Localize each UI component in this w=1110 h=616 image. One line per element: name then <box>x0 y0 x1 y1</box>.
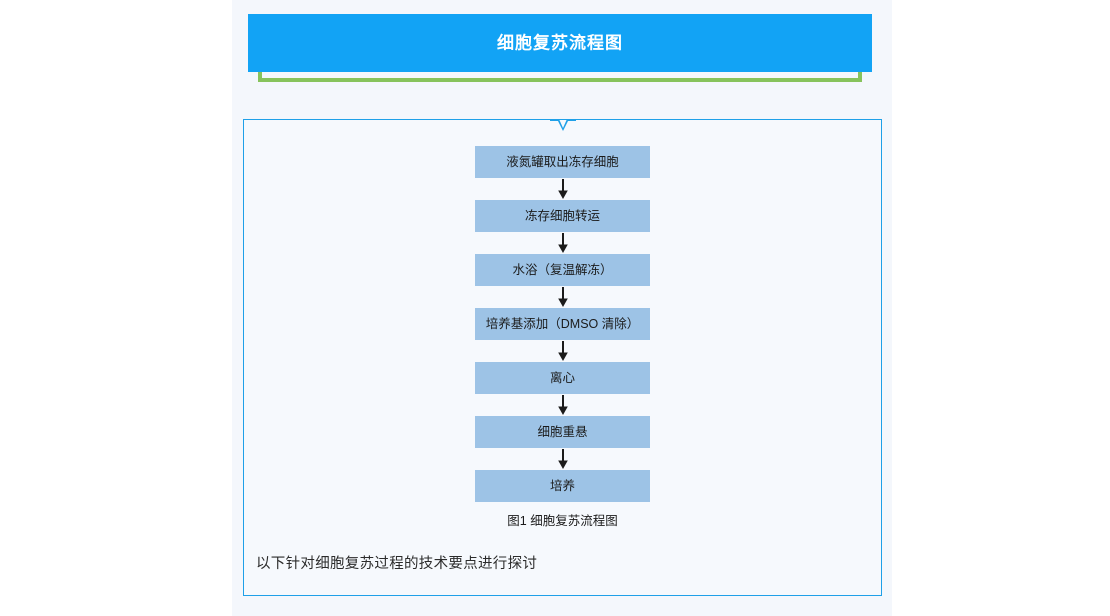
flow-node-7: 培养 <box>475 470 650 502</box>
flow-arrow-3-icon <box>557 287 568 307</box>
flow-arrow-6-icon <box>557 449 568 469</box>
flowchart: 液氮罐取出冻存细胞 冻存细胞转运 水浴（复温解冻） 培养基添加（DMSO 清除）… <box>244 146 881 502</box>
flow-node-6: 细胞重悬 <box>475 416 650 448</box>
flow-arrow-1-icon <box>557 179 568 199</box>
flow-node-4: 培养基添加（DMSO 清除） <box>475 308 650 340</box>
header-banner: 细胞复苏流程图 <box>248 14 872 72</box>
figure-caption: 图1 细胞复苏流程图 <box>507 514 618 528</box>
flow-node-2: 冻存细胞转运 <box>475 200 650 232</box>
flow-arrow-4-icon <box>557 341 568 361</box>
flow-node-3: 水浴（复温解冻） <box>475 254 650 286</box>
content-card: 液氮罐取出冻存细胞 冻存细胞转运 水浴（复温解冻） 培养基添加（DMSO 清除）… <box>243 119 882 596</box>
body-paragraph: 以下针对细胞复苏过程的技术要点进行探讨 <box>256 556 538 572</box>
flow-node-5: 离心 <box>475 362 650 394</box>
flow-arrow-2-icon <box>557 233 568 253</box>
flow-node-1: 液氮罐取出冻存细胞 <box>475 146 650 178</box>
page-title: 细胞复苏流程图 <box>497 33 623 53</box>
flow-arrow-5-icon <box>557 395 568 415</box>
card-notch-chevron-icon <box>549 119 576 131</box>
